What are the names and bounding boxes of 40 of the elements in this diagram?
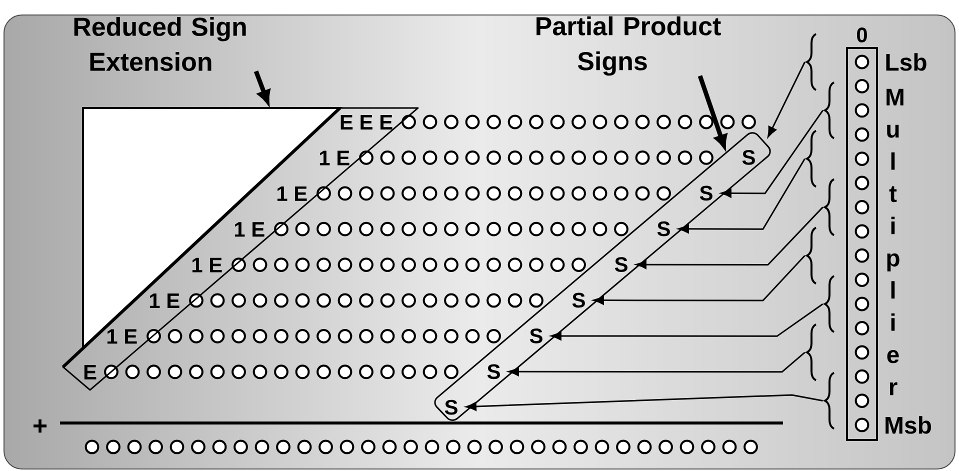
arrow [720, 110, 824, 198]
bit-label: E E E [340, 115, 392, 130]
arrow [466, 394, 823, 411]
arrow [508, 352, 806, 376]
curly-brace [824, 275, 835, 333]
arrow [550, 303, 824, 340]
vertical-label: M u l t i p l i e r [886, 88, 904, 396]
sign-bit-label: S [657, 221, 670, 236]
sign-bit-label: S [487, 364, 500, 380]
curly-brace [806, 226, 817, 284]
bit-label: 1 E [107, 329, 137, 344]
bit-label: 1 E [234, 222, 264, 237]
arrow [636, 206, 824, 269]
bit-label: 1 E [192, 258, 222, 272]
callout-label: Reduced Sign Extension [74, 16, 246, 72]
sign-bit-label: S [700, 186, 712, 201]
bit-label: 1 E [150, 294, 180, 308]
bit-label: E [84, 364, 96, 380]
plus-sign: + [34, 419, 47, 433]
sign-band [434, 132, 771, 421]
curly-brace [824, 82, 835, 140]
sign-bit-label: S [530, 328, 542, 344]
curly-brace [824, 178, 835, 236]
curly-brace [806, 324, 817, 382]
arrow [593, 255, 806, 305]
sign-bit-label: S [572, 292, 585, 308]
arrow [768, 62, 806, 138]
bit-label: 1 E [320, 150, 350, 166]
sign-bit-label: S [444, 400, 458, 415]
bit-label: 1 E [277, 186, 307, 201]
bit-label: 0 [857, 28, 867, 42]
bit-label: Lsb [886, 53, 926, 71]
callout-label: Partial Product Signs [536, 16, 721, 76]
sign-bit-label: S [742, 150, 755, 165]
curly-brace [824, 372, 835, 430]
curly-brace [806, 33, 817, 91]
arrow [678, 158, 806, 234]
sign-bit-label: S [614, 257, 628, 272]
curly-brace [806, 130, 817, 188]
bit-label: Msb [886, 416, 931, 434]
